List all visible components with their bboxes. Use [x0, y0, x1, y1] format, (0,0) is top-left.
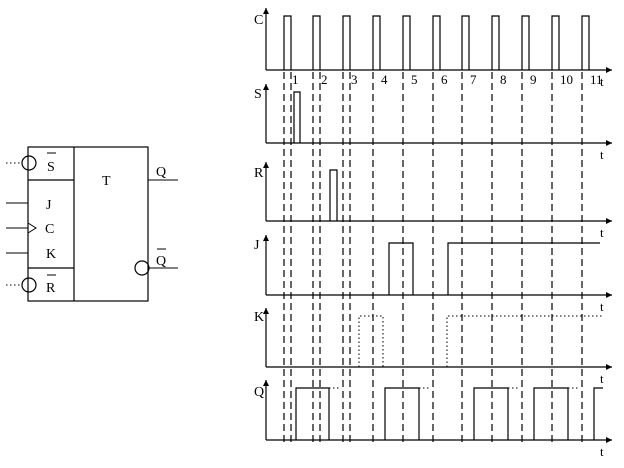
flipflop-type-label: T: [102, 174, 111, 189]
time-label-s: t: [600, 147, 604, 162]
q-high-segment: [384, 387, 420, 440]
axis-arrow-x-r: [606, 218, 612, 224]
q-bar-label: Q: [156, 254, 166, 269]
tick-label: 9: [530, 72, 537, 87]
q-high-segment: [533, 387, 569, 440]
time-label-j: t: [600, 299, 604, 314]
r-bar-label: R: [46, 281, 56, 296]
q-high-segment: [593, 387, 603, 440]
tick-label: 5: [411, 72, 418, 87]
q-high-segment: [473, 387, 509, 440]
time-label-c: t: [600, 74, 604, 89]
signal-label-r: R: [254, 166, 264, 181]
signal-label-j: J: [254, 238, 260, 253]
q-bar-inversion-circle: [134, 260, 150, 276]
c-label: C: [45, 222, 54, 237]
tick-label: 7: [470, 72, 477, 87]
axis-arrow-y-k: [263, 308, 269, 314]
k-high-level: [446, 315, 603, 367]
signal-label-q: Q: [254, 385, 264, 400]
clock-pulse: [461, 15, 470, 70]
j-high-level: [447, 242, 600, 295]
clock-pulse: [491, 15, 500, 70]
axis-arrow-y-r: [263, 162, 269, 168]
signal-label-c: C: [254, 13, 263, 28]
time-label-q: t: [600, 444, 604, 459]
tick-label: 3: [351, 72, 358, 87]
tick-label: 6: [441, 72, 448, 87]
time-label-r: t: [600, 225, 604, 240]
signal-label-s: S: [254, 87, 262, 102]
tick-label: 11: [590, 72, 603, 87]
axis-arrow-y-j: [263, 235, 269, 241]
tick-label: 2: [321, 72, 328, 87]
s-bar-inversion-circle: [21, 155, 37, 171]
clock-pulse: [581, 15, 590, 70]
clock-pulse: [551, 15, 560, 70]
j-pulse: [388, 242, 414, 295]
signal-label-k: K: [254, 310, 264, 325]
clock-pulse: [372, 15, 381, 70]
clock-triangle-icon: [27, 222, 37, 234]
tick-label: 8: [500, 72, 507, 87]
tick-label: 10: [560, 72, 573, 87]
q-high-segment: [295, 387, 330, 440]
q-label: Q: [156, 165, 166, 180]
clock-pulse: [342, 15, 351, 70]
axis-arrow-x-c: [606, 67, 612, 73]
axis-arrow-y-s: [263, 84, 269, 90]
clock-pulse: [283, 15, 292, 70]
s-pulse: [293, 91, 301, 143]
k-label: K: [46, 247, 56, 262]
j-label: J: [46, 198, 52, 213]
r-pulse: [329, 169, 338, 221]
clock-pulse: [521, 15, 530, 70]
flipflop-body: [27, 146, 149, 302]
axis-arrow-y-q: [263, 380, 269, 386]
clock-pulse: [432, 15, 441, 70]
r-bar-inversion-circle: [21, 277, 37, 293]
tick-label: 1: [292, 72, 299, 87]
axis-arrow-y-c: [263, 8, 269, 14]
axis-arrow-x-k: [606, 364, 612, 370]
flipflop-symbol: S J C K R T Q Q: [6, 146, 178, 302]
axis-arrow-x-j: [606, 292, 612, 298]
clock-pulse: [402, 15, 411, 70]
axis-arrow-x-s: [606, 140, 612, 146]
s-bar-label: S: [47, 160, 55, 175]
time-label-k: t: [600, 371, 604, 386]
clock-pulse: [312, 15, 321, 70]
tick-label: 4: [381, 72, 388, 87]
axis-arrow-x-q: [606, 437, 612, 443]
k-pulse: [358, 315, 384, 367]
